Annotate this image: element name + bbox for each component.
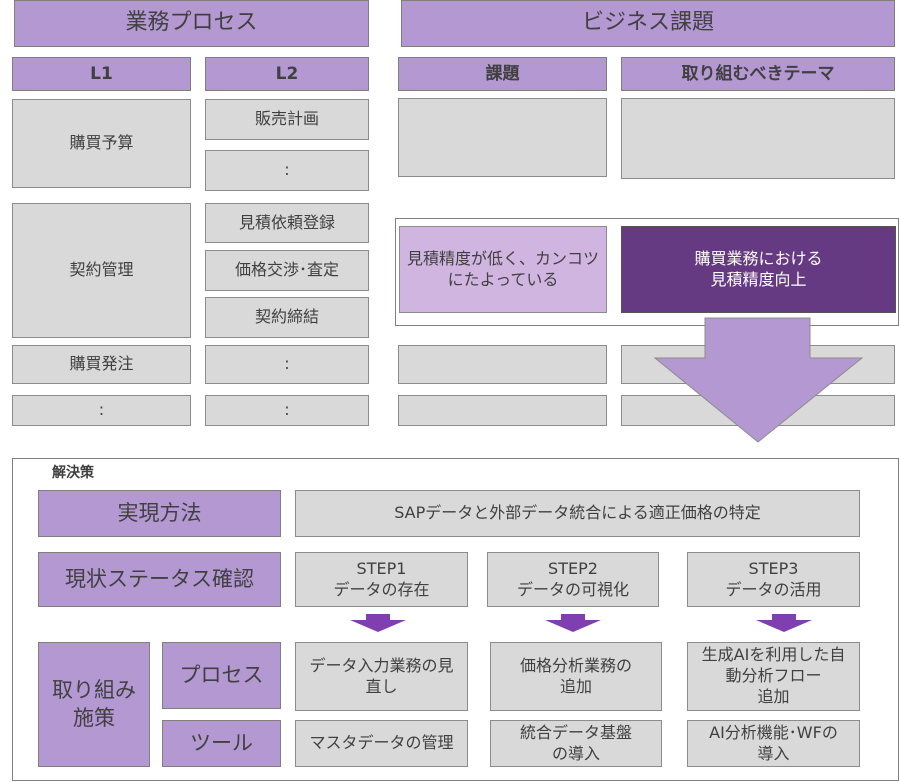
solution-frame	[12, 458, 899, 781]
l1-item: 購買予算	[12, 99, 191, 188]
method-value: SAPデータと外部データ統合による適正価格の特定	[295, 490, 860, 537]
step-2: STEP2 データの可視化	[487, 552, 659, 607]
solution-label: 解決策	[52, 464, 94, 481]
issue-highlight: 見積精度が低く、カンコツ にたよっている	[399, 226, 607, 313]
step-3: STEP3 データの活用	[687, 552, 860, 607]
l2-item: :	[205, 345, 369, 384]
theme-cell-empty	[621, 98, 895, 179]
theme-header: 取り組むべきテーマ	[621, 57, 895, 91]
process-item: データ入力業務の見 直し	[295, 642, 468, 711]
down-arrow-icon	[350, 614, 406, 632]
step-1: STEP1 データの存在	[295, 552, 468, 607]
l1-item: 契約管理	[12, 203, 191, 338]
l2-header: L2	[205, 57, 369, 91]
l2-item: 契約締結	[205, 297, 369, 338]
l1-header: L1	[12, 57, 191, 91]
process-item: 生成AIを利用した自 動分析フロー 追加	[687, 642, 860, 711]
process-item: 価格分析業務の 追加	[490, 642, 662, 711]
status-label: 現状ステータス確認	[38, 552, 281, 607]
l2-item: :	[205, 150, 369, 191]
l1-item: :	[12, 395, 191, 426]
l1-item: 購買発注	[12, 345, 191, 384]
tool-item: マスタデータの管理	[295, 720, 468, 767]
issue-cell-empty	[398, 345, 607, 384]
l2-item: :	[205, 395, 369, 426]
down-arrow-icon	[756, 614, 812, 632]
l2-item: 価格交渉･査定	[205, 250, 369, 291]
tool-item: AI分析機能･WFの 導入	[687, 720, 860, 767]
tool-label: ツール	[162, 720, 281, 767]
process-title: 業務プロセス	[14, 0, 369, 47]
tool-item: 統合データ基盤 の導入	[490, 720, 662, 767]
issue-cell-empty	[398, 395, 607, 426]
method-label: 実現方法	[38, 490, 281, 537]
theme-highlight: 購買業務における 見積精度向上	[621, 226, 896, 313]
measures-label: 取り組み 施策	[38, 642, 150, 767]
down-arrow-icon	[545, 614, 601, 632]
process-label: プロセス	[162, 642, 281, 709]
issue-header: 課題	[398, 57, 607, 91]
business-title: ビジネス課題	[401, 0, 895, 47]
issue-cell-empty	[398, 98, 607, 177]
l2-item: 販売計画	[205, 99, 369, 140]
l2-item: 見積依頼登録	[205, 203, 369, 243]
